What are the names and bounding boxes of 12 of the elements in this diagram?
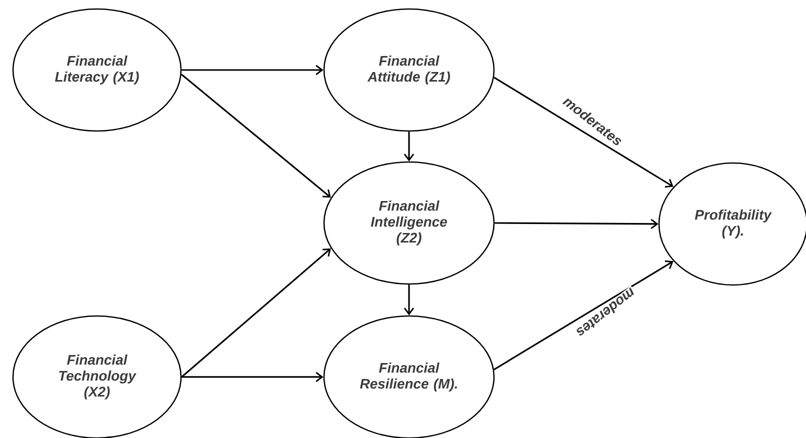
arrow [182, 64, 324, 76]
arrow [404, 284, 414, 316]
arrow [182, 372, 324, 382]
ellipse-node: Financial Literacy (X1) [12, 8, 182, 132]
arrow [494, 260, 674, 370]
ellipse-node: Financial Intelligence (Z2) [323, 161, 495, 285]
ellipse-node: Financial Attitude (Z1) [323, 8, 495, 132]
arrow [404, 132, 414, 162]
arrow [181, 248, 331, 378]
arrow [494, 76, 674, 188]
arrow [494, 218, 658, 230]
arrow [180, 74, 331, 198]
